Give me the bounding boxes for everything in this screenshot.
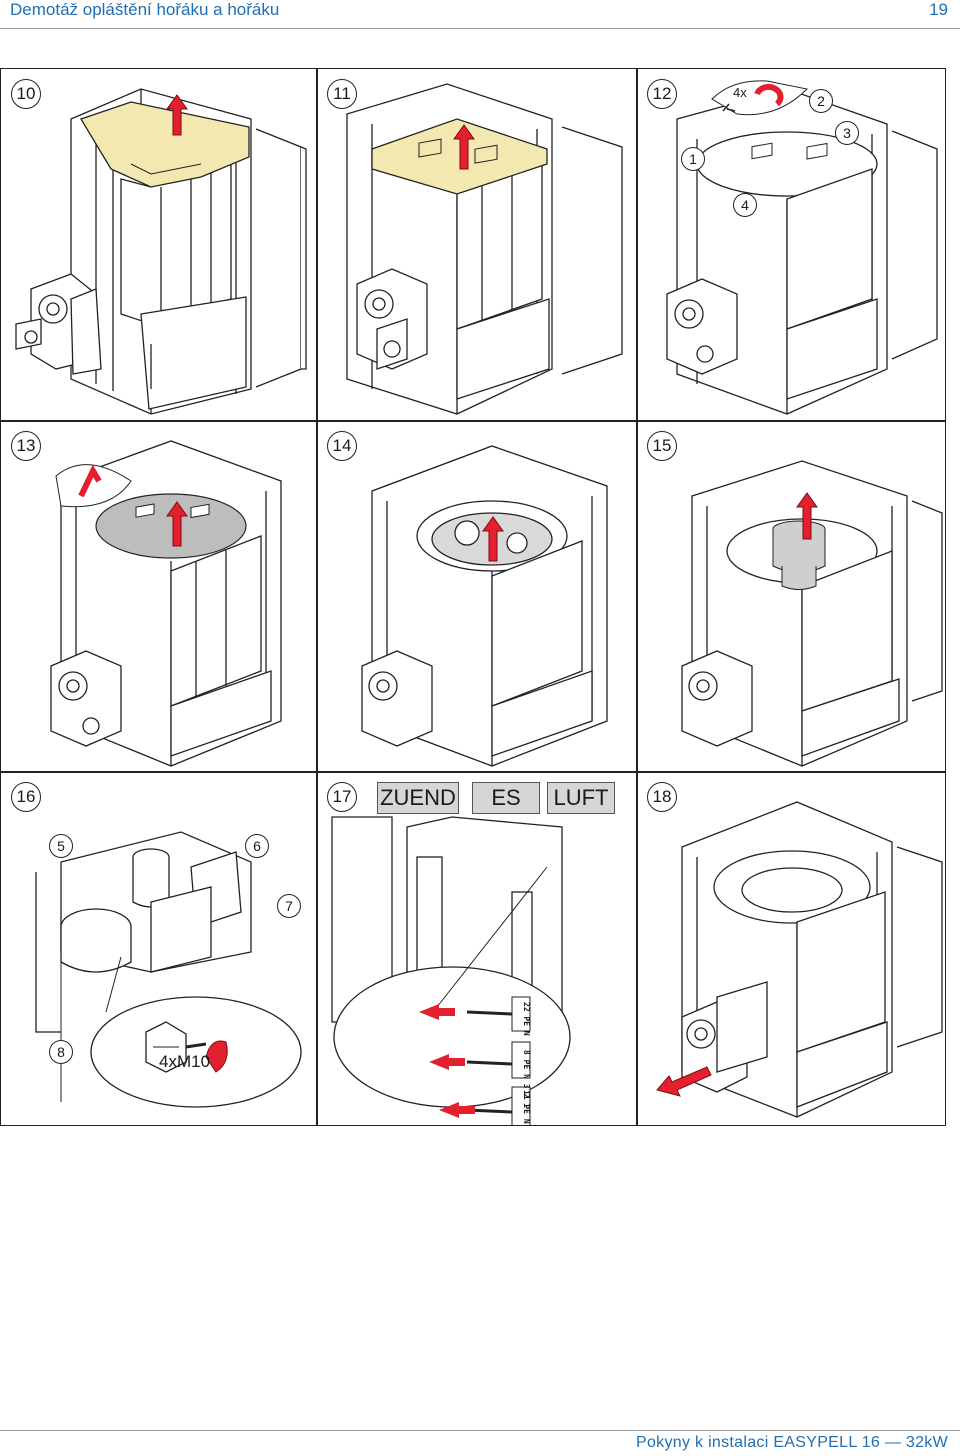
step-number: 15: [647, 431, 677, 461]
grid-divider: [1, 420, 945, 422]
boiler-illustration: [361, 445, 608, 767]
step-number: 13: [11, 431, 41, 461]
step-panel-13: 13: [1, 421, 316, 771]
step-panel-15: 15: [637, 421, 945, 771]
document-footer: Pokyny k instalaci EASYPELL 16 — 32kW: [636, 1434, 948, 1451]
callout-7: 7: [277, 894, 301, 918]
burner-detail-illustration: [35, 831, 302, 1108]
step-panel-16: 16 5 6 7 8 4xM10: [1, 772, 316, 1125]
step-number: 10: [11, 79, 41, 109]
step-panel-18: 18: [637, 772, 945, 1125]
grid-divider: [316, 69, 318, 1125]
boiler-illustration: [15, 88, 307, 415]
plug-label: 22 PE N: [522, 1002, 531, 1036]
page-title: Demotáž opláštění hořáku a hořáku: [10, 0, 280, 19]
step-number: 17: [327, 782, 357, 812]
boiler-illustration: [346, 83, 623, 415]
step-panel-17: 17 ZUEND ES LUFT 22 PE N 8 PE N 3 2 1 11…: [317, 772, 636, 1125]
step-panel-10: 10: [1, 69, 316, 420]
step-number: 12: [647, 79, 677, 109]
step-number: 14: [327, 431, 357, 461]
boiler-illustration: [656, 801, 943, 1118]
grid-divider: [636, 69, 638, 1125]
step-panel-12: 12 1 2 3 4 4x: [637, 69, 945, 420]
callout-8: 8: [49, 1040, 73, 1064]
control-panel-illustration: [331, 816, 571, 1125]
boiler-illustration: [681, 460, 943, 767]
connector-label-es: ES: [472, 782, 540, 814]
callout-5: 5: [49, 834, 73, 858]
callout-6: 6: [245, 834, 269, 858]
callout-3: 3: [835, 121, 859, 145]
step-number: 16: [11, 782, 41, 812]
footer-divider: [0, 1430, 960, 1431]
grid-divider: [1, 771, 945, 773]
connector-label-luft: LUFT: [547, 782, 615, 814]
step-panel-14: 14: [317, 421, 636, 771]
step-panel-11: 11: [317, 69, 636, 420]
callout-4: 4: [733, 193, 757, 217]
connector-label-zuend: ZUEND: [377, 782, 459, 814]
bolt-size-label: 4xM10: [159, 1052, 211, 1071]
step-number: 11: [327, 79, 357, 109]
header-divider: [0, 28, 960, 29]
page-number: 19: [929, 0, 948, 19]
callout-1: 1: [681, 147, 705, 171]
quantity-label: 4x: [733, 85, 747, 100]
callout-2: 2: [809, 89, 833, 113]
step-number: 18: [647, 782, 677, 812]
boiler-illustration: [50, 440, 282, 767]
steps-grid: 10 11: [0, 68, 946, 1126]
plug-label: 11 PE N: [522, 1090, 531, 1124]
boiler-illustration: [666, 80, 938, 415]
